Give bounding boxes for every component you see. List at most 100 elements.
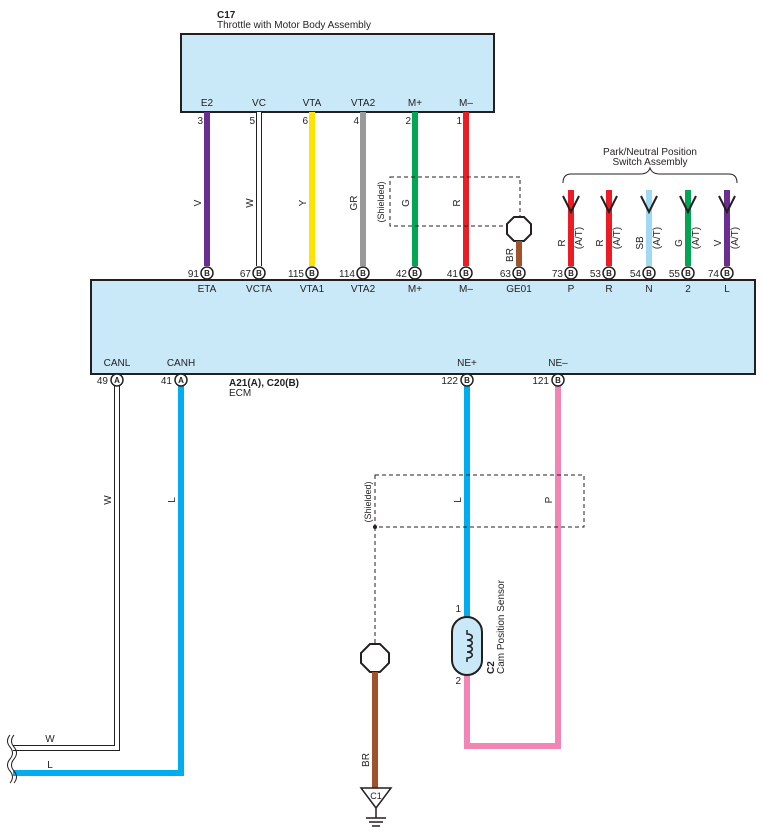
wire-color-code: L [167, 497, 178, 503]
connector-arrow-icon [679, 195, 697, 215]
wire-color-code: W [103, 495, 114, 505]
connector-circle-icon: B [602, 266, 616, 280]
svg-text:B: B [555, 376, 561, 385]
connector-circle-icon: A [110, 373, 124, 387]
svg-text:A: A [114, 376, 120, 385]
ecm-box [90, 279, 756, 375]
wire-note: (A/T) [612, 227, 623, 249]
ecm-pin-label: NE+ [457, 358, 477, 369]
ecm-pin-label: 2 [685, 284, 691, 295]
svg-text:A: A [178, 376, 184, 385]
svg-text:B: B [309, 269, 315, 278]
throttle-pin-label: M+ [408, 98, 422, 109]
throttle-pin-label: VC [252, 98, 266, 109]
wire-color-code: P [544, 496, 555, 503]
ecm-pin-label: M– [459, 284, 473, 295]
wire-color-code: SB [635, 236, 646, 250]
ecm-pin-number: 63 [500, 269, 512, 280]
throttle-code: C17 [217, 10, 236, 21]
throttle-pin-label: VTA [303, 98, 322, 109]
ecm-pin-label: N [645, 284, 652, 295]
connector-circle-icon: B [642, 266, 656, 280]
connector-circle-icon: B [459, 266, 473, 280]
svg-text:B: B [463, 269, 469, 278]
wire-note: (A/T) [730, 227, 741, 249]
throttle-pin-numbers: 3 5 6 4 2 1 [197, 116, 462, 127]
wire-color-code: R [452, 199, 463, 206]
ecm-pin-label: ETA [198, 284, 217, 295]
ecm-pin-number: 49 [97, 376, 109, 387]
wire-color-code: BR [505, 248, 516, 262]
ecm-pin-label: M+ [408, 284, 422, 295]
ecm-top-connectors: B B B B B B B B B B B B [200, 266, 734, 280]
ecm-pin-number: 74 [708, 269, 720, 280]
svg-text:B: B [256, 269, 262, 278]
connector-circle-icon: A [174, 373, 188, 387]
svg-text:B: B [204, 269, 210, 278]
throttle-title: Throttle with Motor Body Assembly [217, 20, 371, 31]
ecm-pin-number: 55 [669, 269, 681, 280]
connector-arrow-icon [562, 195, 580, 215]
shield-junction-dot [373, 525, 377, 529]
svg-text:B: B [412, 269, 418, 278]
wire-color-code: V [193, 199, 204, 206]
connector-circle-icon: B [408, 266, 422, 280]
wire-color-code: V [713, 239, 724, 246]
ecm-pin-label: R [605, 284, 612, 295]
throttle-body-box [180, 33, 495, 113]
ecm-pin-number: 53 [590, 269, 602, 280]
pnp-bracket [562, 166, 738, 184]
ecm-pin-number: 91 [188, 269, 200, 280]
ground-splice-icon [360, 643, 390, 673]
wire-color-code: BR [361, 753, 372, 767]
svg-text:B: B [646, 269, 652, 278]
wire-color-code: W [45, 734, 55, 745]
ecm-pin-number: 67 [240, 269, 252, 280]
ecm-bottom-connectors: A A B B [110, 373, 565, 387]
wire-note: (A/T) [574, 227, 585, 249]
ecm-pin-label: VTA2 [351, 284, 376, 295]
throttle-pin-label: M– [459, 98, 473, 109]
sensor-coil-icon [466, 630, 473, 662]
cam-shield-label: (Shielded) [363, 481, 373, 522]
svg-text:B: B [568, 269, 574, 278]
wire-color-code: W [245, 198, 256, 208]
ecm-pin-label: NE– [548, 358, 568, 369]
connector-circle-icon: B [356, 266, 370, 280]
wire-color-code: L [47, 760, 53, 771]
wire-break-icon [7, 734, 17, 784]
ground-symbol-icon [366, 808, 386, 827]
ecm-pin-number: 114 [339, 269, 355, 280]
shield-ground-splice-icon [506, 216, 532, 242]
connector-arrow-icon [640, 195, 658, 215]
connector-circle-icon: B [200, 266, 214, 280]
wire-color-code: R [595, 239, 606, 246]
svg-text:B: B [606, 269, 612, 278]
ecm-pin-label: VCTA [246, 284, 272, 295]
connector-arrow-icon [718, 195, 736, 215]
throttle-wire-color-codes: V W Y GR G R [193, 196, 463, 211]
wire-color-code: G [674, 239, 685, 247]
connector-circle-icon: B [551, 373, 565, 387]
throttle-pin-number: 3 [197, 116, 203, 127]
wire-color-code: L [453, 497, 464, 503]
connector-circle-icon: B [460, 373, 474, 387]
sensor-pin-number: 1 [455, 604, 461, 615]
ecm-pin-number: 54 [630, 269, 642, 280]
throttle-pin-number: 6 [302, 116, 308, 127]
throttle-pin-label: VTA2 [351, 98, 376, 109]
motor-shield-label: (Shielded) [376, 181, 386, 222]
ground-connector-code: C1 [370, 791, 382, 801]
ecm-codes: A21(A), C20(B) [229, 378, 299, 389]
ecm-pin-number: 73 [552, 269, 564, 280]
throttle-pin-number: 1 [456, 116, 462, 127]
svg-text:B: B [724, 269, 730, 278]
wire-canl [13, 386, 120, 751]
pnp-wire-codes: R (A/T) R (A/T) SB (A/T) G (A/T) V (A/T) [557, 227, 741, 250]
ecm-bottom-pin-numbers: 49 41 122 121 [97, 376, 550, 387]
throttle-pin-label: E2 [201, 98, 214, 109]
ecm-pin-number: 115 [288, 269, 304, 280]
ecm-pin-label: VTA1 [300, 284, 325, 295]
connector-circle-icon: B [564, 266, 578, 280]
